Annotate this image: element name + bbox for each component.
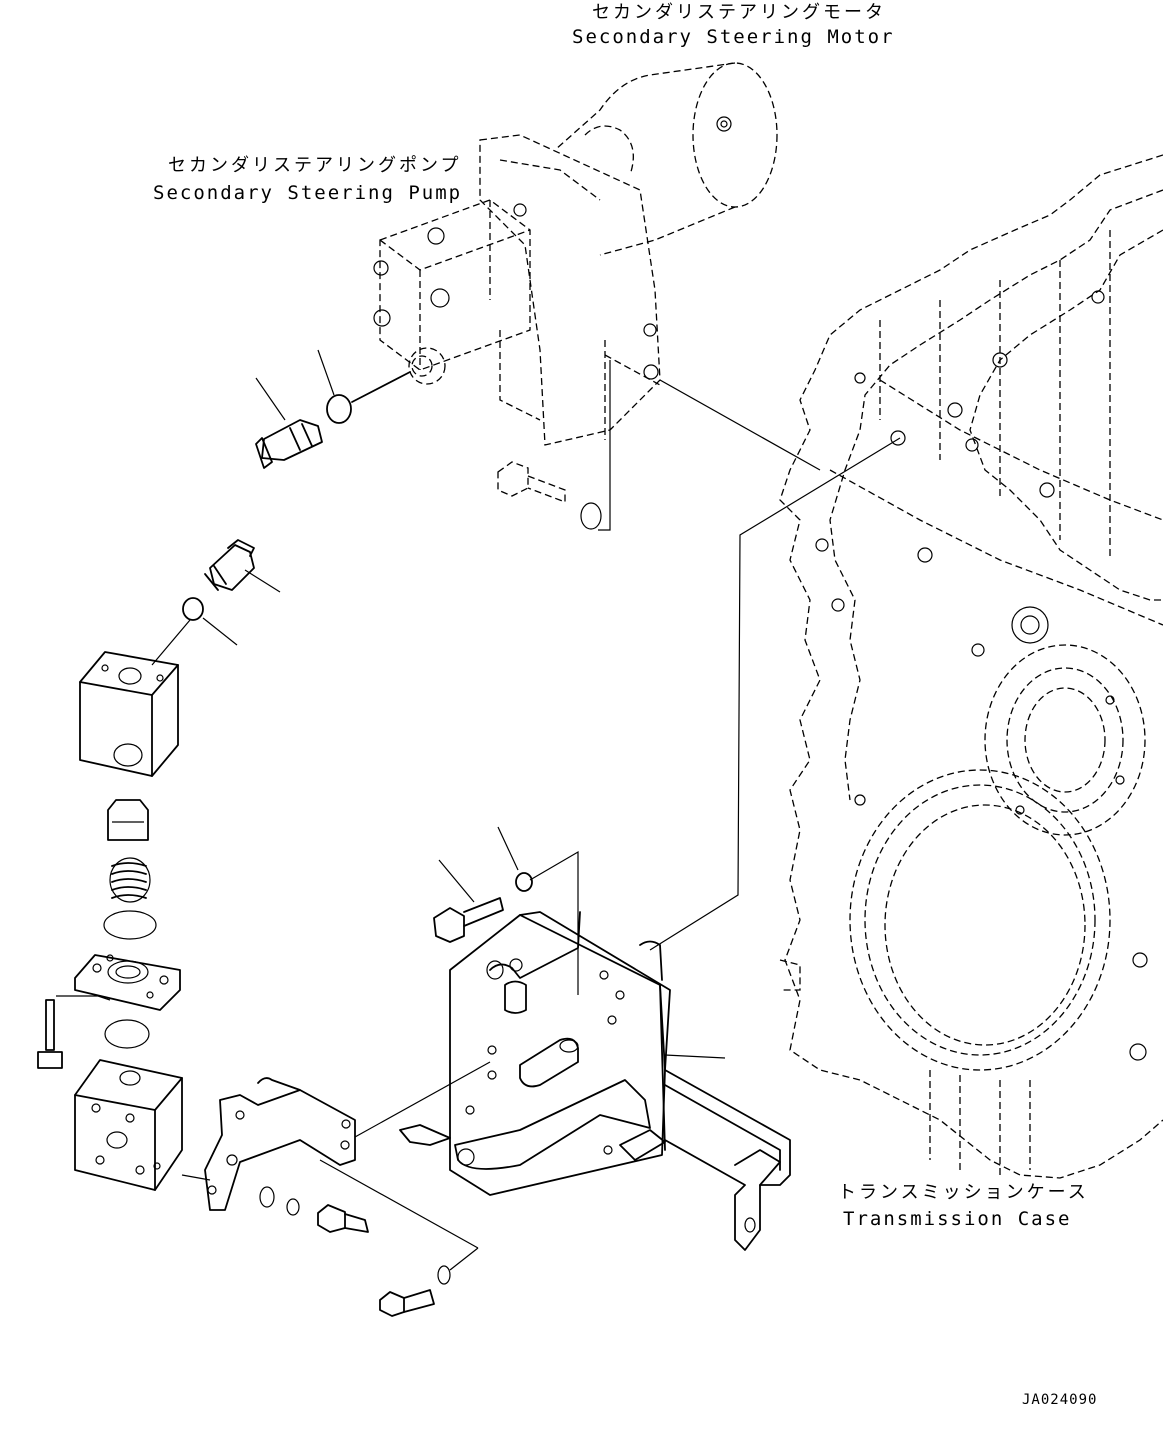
case-label-jp: トランスミッションケース <box>838 1182 1089 1203</box>
valve-block-upper <box>79 651 179 777</box>
leader-lines <box>354 379 901 1138</box>
pressure-switch-lower <box>151 539 281 666</box>
valve-block-lower <box>74 1059 183 1191</box>
motor-label-jp: セカンダリステアリングモータ <box>592 2 886 23</box>
bracket-fasteners <box>259 1159 479 1317</box>
flange <box>56 954 181 1049</box>
steering-motor <box>554 62 778 256</box>
small-bracket <box>181 1077 356 1211</box>
pressure-switch-upper <box>255 349 411 469</box>
pump-label-jp: セカンダリステアリングポンプ <box>168 155 462 176</box>
bracket-bolt <box>433 826 579 995</box>
pump-mount-bolt <box>497 360 611 531</box>
pump-label-en: Secondary Steering Pump <box>153 182 463 204</box>
drawing-code: JA024090 <box>1022 1392 1098 1408</box>
steering-pump <box>373 134 661 446</box>
support-arm <box>664 1069 791 1251</box>
flange-bolt <box>37 999 63 1069</box>
check-valve-parts <box>103 799 157 940</box>
mounting-bracket <box>399 911 726 1196</box>
motor-label-en: Secondary Steering Motor <box>572 26 895 48</box>
case-label-en: Transmission Case <box>843 1208 1072 1230</box>
transmission-case <box>779 154 1163 1179</box>
